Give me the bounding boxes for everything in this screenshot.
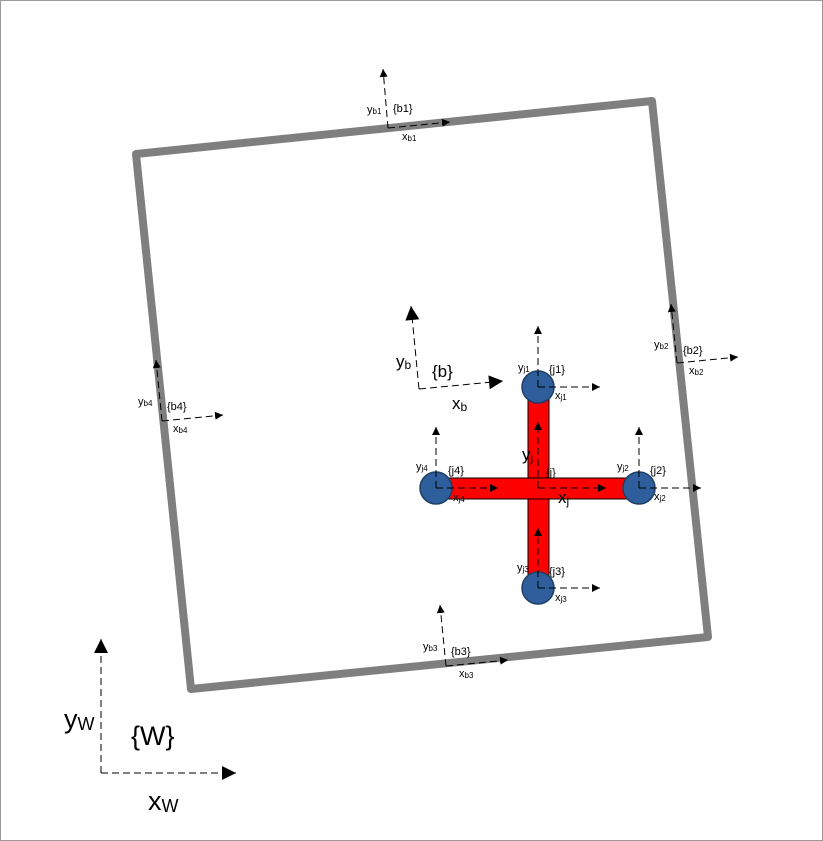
- frame-body: yb xb {b}: [396, 305, 504, 414]
- frame-b3: yb3 {b3} xb3: [423, 604, 509, 680]
- j2-y-label: yj2: [617, 461, 629, 473]
- b3-y-axis: [436, 604, 447, 667]
- j2-x-label: xj2: [654, 491, 666, 503]
- j-x-label: xj: [558, 488, 569, 508]
- body-x-axis: [418, 375, 504, 390]
- b4-x-label: xb4: [173, 423, 188, 435]
- b2-x-axis: [676, 353, 739, 364]
- frame-world: yW xW {W}: [64, 639, 236, 816]
- world-frame-label: {W}: [131, 721, 175, 751]
- b2-y-axis: [667, 303, 678, 364]
- frame-j2: yj2 {j2} xj2: [617, 427, 701, 503]
- b4-frame-label: {b4}: [167, 401, 187, 413]
- b2-y-label: yb2: [654, 339, 669, 351]
- j3-y-label: yj3: [517, 562, 529, 574]
- frame-b2: yb2 {b2} xb2: [654, 303, 739, 377]
- frame-j: yj {j} xj: [522, 422, 606, 508]
- j4-x-label: xj4: [453, 492, 465, 504]
- j-y-label: yj: [522, 445, 533, 465]
- world-x-label: xW: [148, 786, 179, 816]
- j4-frame-label: {j4}: [448, 465, 464, 477]
- b1-y-label: yb1: [367, 104, 382, 116]
- j1-frame-label: {j1}: [549, 364, 565, 376]
- body-y-label: yb: [396, 352, 412, 372]
- world-y-label: yW: [64, 704, 95, 734]
- b1-frame-label: {b1}: [393, 103, 413, 115]
- frame-j4: yj4 {j4} xj4: [416, 427, 498, 504]
- body-x-label: xb: [452, 394, 468, 414]
- j3-x-label: xj3: [555, 592, 567, 604]
- frame-b4: yb4 {b4} xb4: [138, 359, 224, 435]
- b1-x-label: xb1: [402, 131, 417, 143]
- b3-frame-label: {b3}: [451, 646, 471, 658]
- frame-j1: yj1 {j1} xj1: [518, 326, 600, 402]
- b2-x-label: xb2: [689, 365, 704, 377]
- j4-y-label: yj4: [416, 461, 428, 473]
- board-outline: [132, 97, 712, 693]
- body-frame-label: {b}: [432, 362, 453, 381]
- j3-frame-label: {j3}: [549, 566, 565, 578]
- frame-b1: yb1 {b1} xb1: [367, 68, 451, 143]
- frame-j3: yj3 {j3} xj3: [517, 528, 600, 604]
- b4-y-label: yb4: [138, 396, 153, 408]
- b2-frame-label: {b2}: [683, 345, 703, 357]
- b1-y-axis: [379, 68, 389, 129]
- b3-y-label: yb3: [423, 641, 438, 653]
- j1-x-label: xj1: [555, 390, 567, 402]
- b4-x-axis: [161, 411, 224, 422]
- body-y-axis: [405, 305, 420, 390]
- j1-y-label: yj1: [518, 362, 530, 374]
- j2-frame-label: {j2}: [650, 465, 666, 477]
- j-frame-label: {j}: [546, 467, 556, 479]
- b3-x-label: xb3: [459, 668, 474, 680]
